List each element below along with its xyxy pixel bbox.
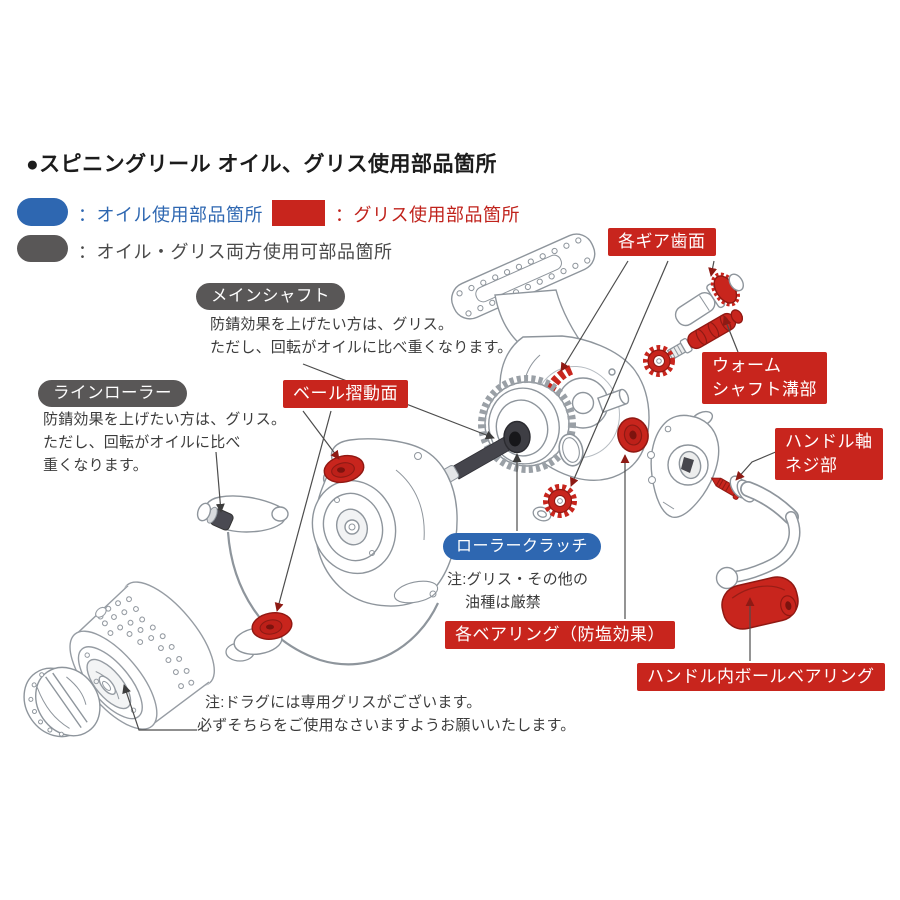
footnote-line2: 必ずそちらをご使用なさいますようお願いいたします。: [197, 717, 576, 734]
note-roller-clutch-line1: 注:グリス・その他の: [447, 571, 589, 588]
note-main-shaft-line2: ただし、回転がオイルに比べ重くなります。: [210, 339, 513, 356]
footnote-line1: 注:ドラグには専用グリスがございます。: [205, 694, 482, 711]
handle-knob: [721, 576, 799, 630]
bail-wire: [226, 531, 439, 666]
callout-main-shaft: メインシャフト: [196, 283, 345, 310]
callout-worm-shaft-groove: ウォーム シャフト溝部: [702, 352, 827, 404]
line-roller-part: [206, 506, 234, 531]
rotor: [311, 438, 458, 607]
callout-handle-screw-line1: ハンドル軸: [785, 432, 873, 451]
legend-oil-swatch: [17, 198, 68, 226]
gear-small-upper: [643, 345, 675, 377]
spool: [69, 581, 215, 730]
leader-drag-note: [122, 684, 197, 731]
callout-bearings: 各ベアリング（防塩効果）: [445, 621, 675, 649]
leader-handle-screw: [735, 450, 779, 481]
callout-handle-screw-line2: ネジ部: [785, 456, 838, 475]
page-title: ●スピニングリール オイル、グリス使用部品箇所: [26, 153, 498, 176]
handle-assembly: [715, 475, 801, 630]
legend-both-label: ：オイル・グリス両方使用可部品箇所: [78, 242, 393, 262]
note-line-roller: 防錆効果を上げたい方は、グリス。 ただし、回転がオイルに比べ 重くなります。: [43, 408, 286, 477]
callout-handle-shaft-screw: ハンドル軸 ネジ部: [775, 428, 883, 480]
bail-mount-upper: [323, 454, 365, 484]
callout-roller-clutch: ローラークラッチ: [443, 533, 602, 560]
leader-bail-upper: [302, 410, 340, 460]
leader-gear-drive: [560, 260, 629, 372]
callout-bail-sliding-surface: ベール摺動面: [283, 380, 408, 408]
legend-grease-swatch: [272, 200, 325, 226]
legend-both-swatch: [17, 235, 68, 262]
leader-gear-pinion: [708, 260, 718, 277]
drag-knob: [23, 666, 101, 738]
side-cover: [647, 410, 720, 518]
note-main-shaft: 防錆効果を上げたい方は、グリス。 ただし、回転がオイルに比べ重くなります。: [210, 313, 513, 359]
callout-line-roller: ラインローラー: [38, 380, 187, 407]
legend-grease-label: ：グリス使用部品箇所: [335, 205, 520, 225]
footnote: 注:ドラグには専用グリスがございます。 必ずそちらをご使用なさいますようお願いい…: [197, 691, 576, 737]
gear-small-lower: [543, 484, 577, 518]
note-main-shaft-line1: 防錆効果を上げたい方は、グリス。: [210, 316, 454, 333]
legend-oil-label: ：オイル使用部品箇所: [78, 205, 263, 225]
note-line-roller-line1: 防錆効果を上げたい方は、グリス。: [43, 411, 287, 428]
callout-handle-ball-bearing: ハンドル内ボールベアリング: [637, 663, 885, 691]
bearing-red: [617, 417, 649, 453]
note-roller-clutch: 注:グリス・その他の 油種は厳禁: [447, 568, 588, 614]
callout-worm-line2: シャフト溝部: [712, 380, 817, 399]
note-line-roller-line2: ただし、回転がオイルに比べ: [43, 434, 241, 451]
bail-mount-lower: [225, 612, 293, 662]
leader-gear-small: [570, 260, 669, 487]
callout-worm-line1: ウォーム: [712, 356, 782, 375]
leader-worm-shaft: [722, 316, 739, 353]
callout-gear-tooth-surfaces: 各ギア歯面: [608, 228, 716, 256]
line-roller-arm: [196, 495, 289, 533]
note-line-roller-line3: 重くなります。: [43, 457, 148, 474]
note-roller-clutch-line2: 油種は厳禁: [465, 594, 542, 611]
leader-line-roller: [215, 451, 225, 513]
leader-bail-lower: [274, 410, 332, 612]
washer-oring: [558, 433, 584, 467]
